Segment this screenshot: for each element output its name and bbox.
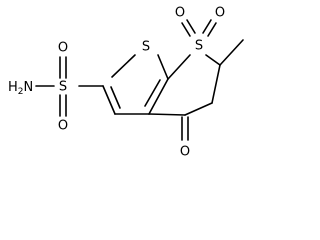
atom-labels: O S O H2N S S O O O bbox=[8, 6, 225, 160]
structural-formula: O S O H2N S S O O O bbox=[8, 6, 244, 160]
bond-s7-o-left-a bbox=[181, 22, 191, 37]
bond-s1-c2 bbox=[111, 54, 136, 78]
amine-subscript: 2 bbox=[18, 87, 24, 97]
bond-s7-o-right-b bbox=[207, 22, 217, 37]
bond-c4-c3a bbox=[148, 113, 186, 116]
atom-ring-s-o-left: O bbox=[175, 6, 185, 21]
bond-c3a-c7a bbox=[148, 78, 169, 115]
bond-c6-methyl bbox=[219, 39, 244, 66]
bond-c2-c3-inner bbox=[110, 86, 121, 109]
atom-thiophene-s: S bbox=[142, 40, 150, 55]
bond-s1-c7a bbox=[157, 54, 169, 80]
atom-sulfonyl-o-bottom: O bbox=[58, 119, 68, 134]
bond-c7a-s7 bbox=[167, 54, 191, 80]
bonds bbox=[35, 19, 244, 141]
bond-c6-c5 bbox=[211, 64, 221, 104]
atom-sulfonyl-s: S bbox=[59, 80, 67, 95]
bond-s7-c6 bbox=[205, 54, 221, 66]
atom-sulfonyl-o-top: O bbox=[58, 41, 68, 56]
atom-ring-s-o-right: O bbox=[215, 6, 225, 21]
bond-c2-c3 bbox=[102, 85, 116, 115]
bond-c5-c4 bbox=[184, 102, 213, 116]
amine-h: H bbox=[8, 80, 18, 95]
atom-ketone-o: O bbox=[180, 145, 190, 160]
atom-ring-s: S bbox=[195, 39, 203, 54]
bond-s7-o-left-b bbox=[186, 19, 196, 34]
bond-c3a-c7a-inner bbox=[144, 79, 161, 107]
amine-n: N bbox=[24, 80, 34, 95]
bond-s7-o-right-a bbox=[202, 19, 212, 34]
atom-amine-nh2: H2N bbox=[8, 80, 33, 97]
